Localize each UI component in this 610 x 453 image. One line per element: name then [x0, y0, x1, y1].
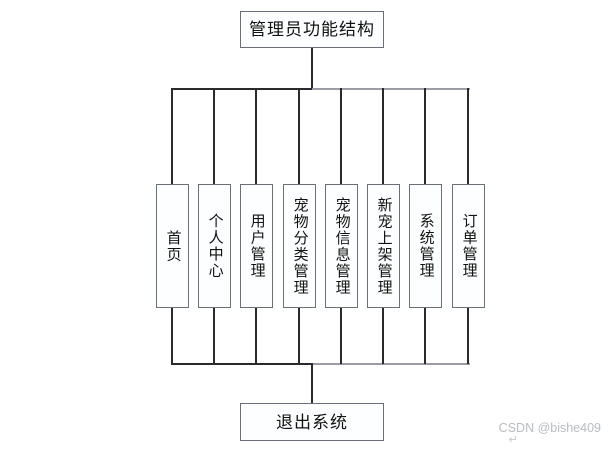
leaf-node-5: 新宠上架管理 [367, 184, 400, 308]
leaf-node-label-6: 系统管理 [417, 213, 434, 279]
leaf-node-2: 用户管理 [240, 184, 273, 308]
watermark-text: CSDN @bishe409 [498, 421, 601, 436]
leaf-riser-line-5 [382, 308, 384, 364]
exit-node-label: 退出系统 [276, 412, 348, 432]
root-stem [311, 48, 313, 89]
root-node-admin-function-structure: 管理员功能结构 [240, 11, 384, 48]
watermark-newline-icon: ↵ [508, 434, 518, 447]
leaf-node-label-2: 用户管理 [248, 213, 265, 279]
watermark: CSDN @bishe409 ↵ [499, 422, 601, 447]
root-node-label: 管理员功能结构 [249, 20, 375, 39]
leaf-riser-line-2 [255, 308, 257, 364]
leaf-node-6: 系统管理 [409, 184, 442, 308]
leaf-node-1: 个人中心 [198, 184, 231, 308]
top-bus [171, 88, 312, 90]
leaf-drop-line-1 [213, 88, 215, 184]
leaf-drop-line-6 [424, 88, 426, 184]
leaf-node-label-0: 首页 [164, 229, 181, 263]
leaf-node-7: 订单管理 [452, 184, 485, 308]
leaf-node-3: 宠物分类管理 [283, 184, 316, 308]
leaf-riser-line-6 [424, 308, 426, 364]
bottom-bus [171, 363, 312, 365]
leaf-node-label-5: 新宠上架管理 [375, 196, 392, 296]
leaf-drop-line-7 [467, 88, 469, 184]
leaf-drop-line-2 [255, 88, 257, 184]
leaf-drop-line-4 [340, 88, 342, 184]
leaf-drop-line-5 [382, 88, 384, 184]
leaf-node-label-1: 个人中心 [206, 213, 223, 279]
exit-node-logout: 退出系统 [240, 403, 384, 441]
leaf-node-label-4: 宠物信息管理 [333, 196, 350, 296]
top-bus-right [312, 88, 470, 90]
leaf-node-label-7: 订单管理 [460, 213, 477, 279]
leaf-riser-line-7 [467, 308, 469, 364]
exit-stem [311, 363, 313, 403]
leaf-riser-line-1 [213, 308, 215, 364]
leaf-node-0: 首页 [156, 184, 189, 308]
leaf-drop-line-0 [171, 88, 173, 184]
leaf-drop-line-3 [298, 88, 300, 184]
leaf-riser-line-0 [171, 308, 173, 364]
bottom-bus-right [312, 363, 470, 365]
leaf-riser-line-3 [298, 308, 300, 364]
leaf-node-label-3: 宠物分类管理 [291, 196, 308, 296]
leaf-riser-line-4 [340, 308, 342, 364]
leaf-node-4: 宠物信息管理 [325, 184, 358, 308]
